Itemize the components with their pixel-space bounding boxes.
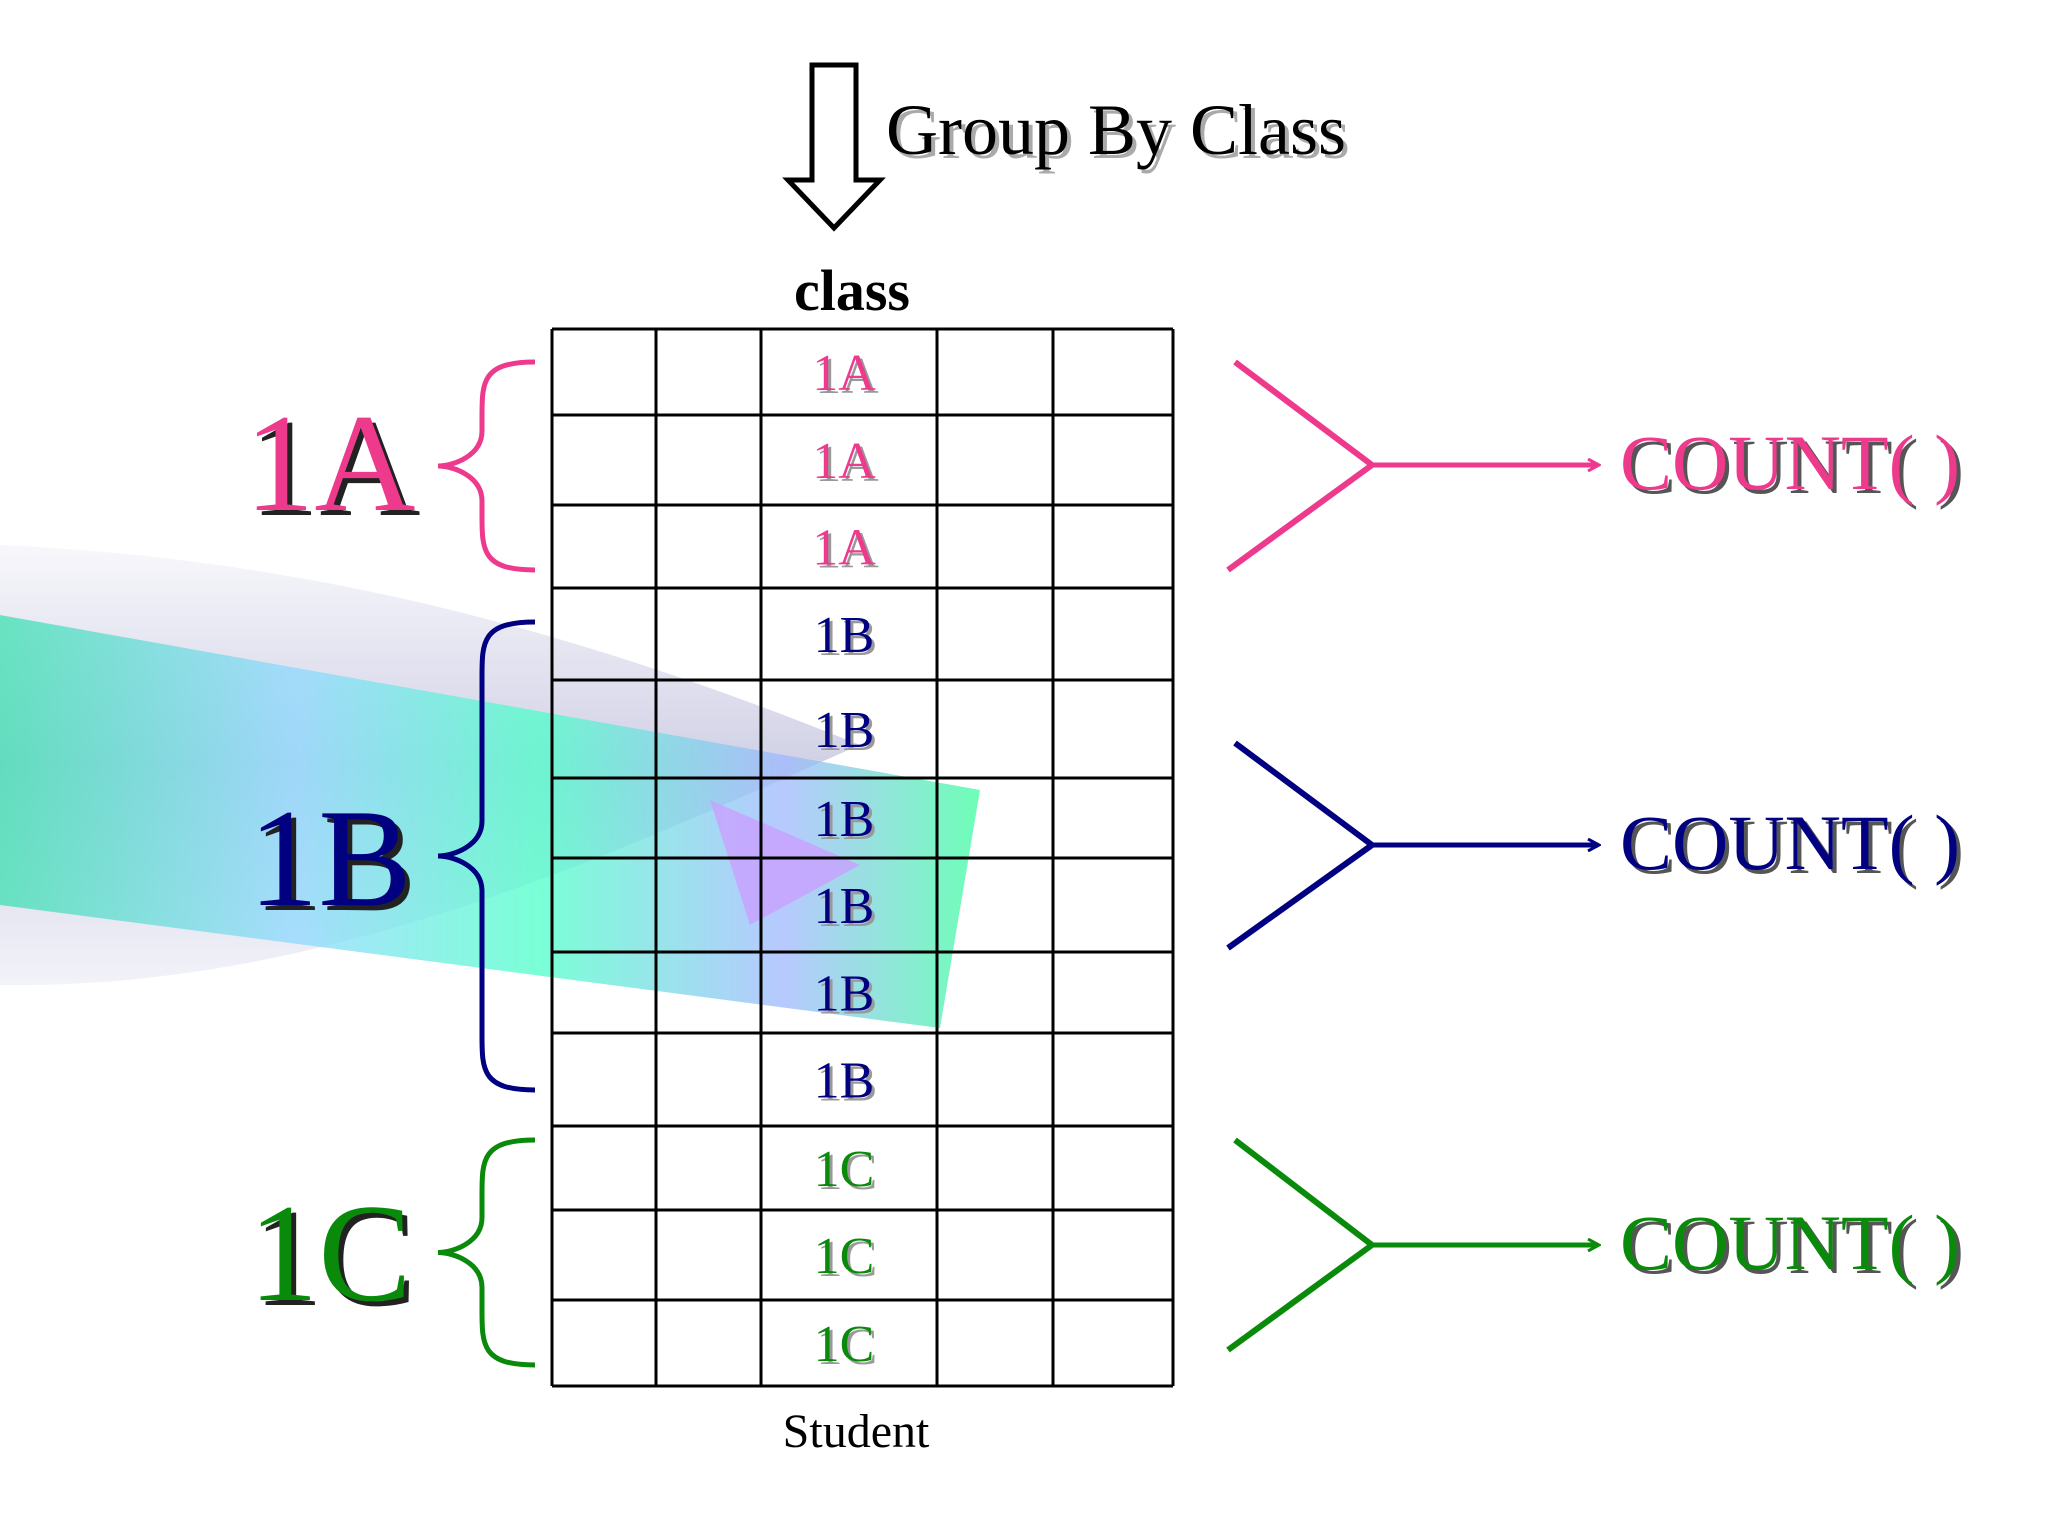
- decorative-tube-graphic: [0, 545, 980, 1028]
- table-cell-class: 1B: [814, 878, 875, 935]
- count-function-shadow: COUNT( ): [1624, 423, 1964, 510]
- table-cell-class: 1C: [814, 1141, 875, 1198]
- table-cell-class: 1C: [814, 1228, 875, 1285]
- table-cell-class: 1C: [814, 1316, 875, 1373]
- group-label-shadow: 1B: [253, 786, 416, 941]
- table-cell-shadow: 1B: [817, 705, 878, 762]
- table-cell-shadow: 1B: [817, 610, 878, 667]
- table-cell-shadow: 1A: [815, 523, 879, 580]
- table-cell-class: 1A: [812, 520, 876, 577]
- fork-line-bottom: [1226, 842, 1374, 951]
- table-cell-class: 1B: [814, 1053, 875, 1110]
- group-label: 1A: [244, 386, 415, 541]
- fork-line-bottom: [1226, 462, 1374, 573]
- table-cell-shadow: 1B: [817, 881, 878, 938]
- table-cell-shadow: 1B: [817, 969, 878, 1026]
- group-label-shadow: 1C: [253, 1181, 416, 1336]
- curly-brace-icon: [437, 619, 536, 1093]
- student-table: 1A1A1A1A1A1A1B1B1B1B1B1B1B1B1B1B1B1B1C1C…: [550, 327, 1175, 1388]
- group-label: 1B: [248, 781, 411, 936]
- table-cell-shadow: 1B: [817, 794, 878, 851]
- table-cell-shadow: 1A: [815, 436, 879, 493]
- table-cell-class: 1A: [812, 345, 876, 402]
- table-cell-shadow: 1A: [815, 348, 879, 405]
- table-cell-class: 1B: [814, 791, 875, 848]
- count-function: COUNT( ): [1620, 419, 1960, 506]
- count-function: COUNT( ): [1620, 1199, 1960, 1286]
- table-cell-shadow: 1B: [817, 1056, 878, 1113]
- count-function: COUNT( ): [1620, 799, 1960, 886]
- group-label-shadow: 1A: [249, 391, 420, 546]
- column-header-class: class: [794, 258, 910, 323]
- group-label: 1C: [248, 1176, 411, 1331]
- fork-line-top: [1233, 359, 1374, 468]
- fork-line-top: [1233, 740, 1374, 848]
- curly-brace-icon: [437, 1137, 536, 1368]
- down-arrow-icon: [782, 62, 886, 232]
- count-function-shadow: COUNT( ): [1624, 1203, 1964, 1290]
- table-cell-class: 1A: [812, 433, 876, 490]
- fork-line-top: [1233, 1137, 1374, 1248]
- table-cell-shadow: 1C: [817, 1231, 878, 1288]
- count-function-shadow: COUNT( ): [1624, 803, 1964, 890]
- table-cell-shadow: 1C: [817, 1144, 878, 1201]
- fork-line-bottom: [1226, 1242, 1374, 1353]
- curly-brace-icon: [437, 359, 536, 573]
- diagram-title: Group By Class: [886, 90, 1346, 170]
- table-cell-class: 1B: [814, 966, 875, 1023]
- table-caption-student: Student: [783, 1405, 930, 1458]
- table-cell-class: 1B: [814, 607, 875, 664]
- diagram-title-shadow: Group By Class: [890, 94, 1350, 174]
- table-cell-shadow: 1C: [817, 1319, 878, 1376]
- table-cell-class: 1B: [814, 702, 875, 759]
